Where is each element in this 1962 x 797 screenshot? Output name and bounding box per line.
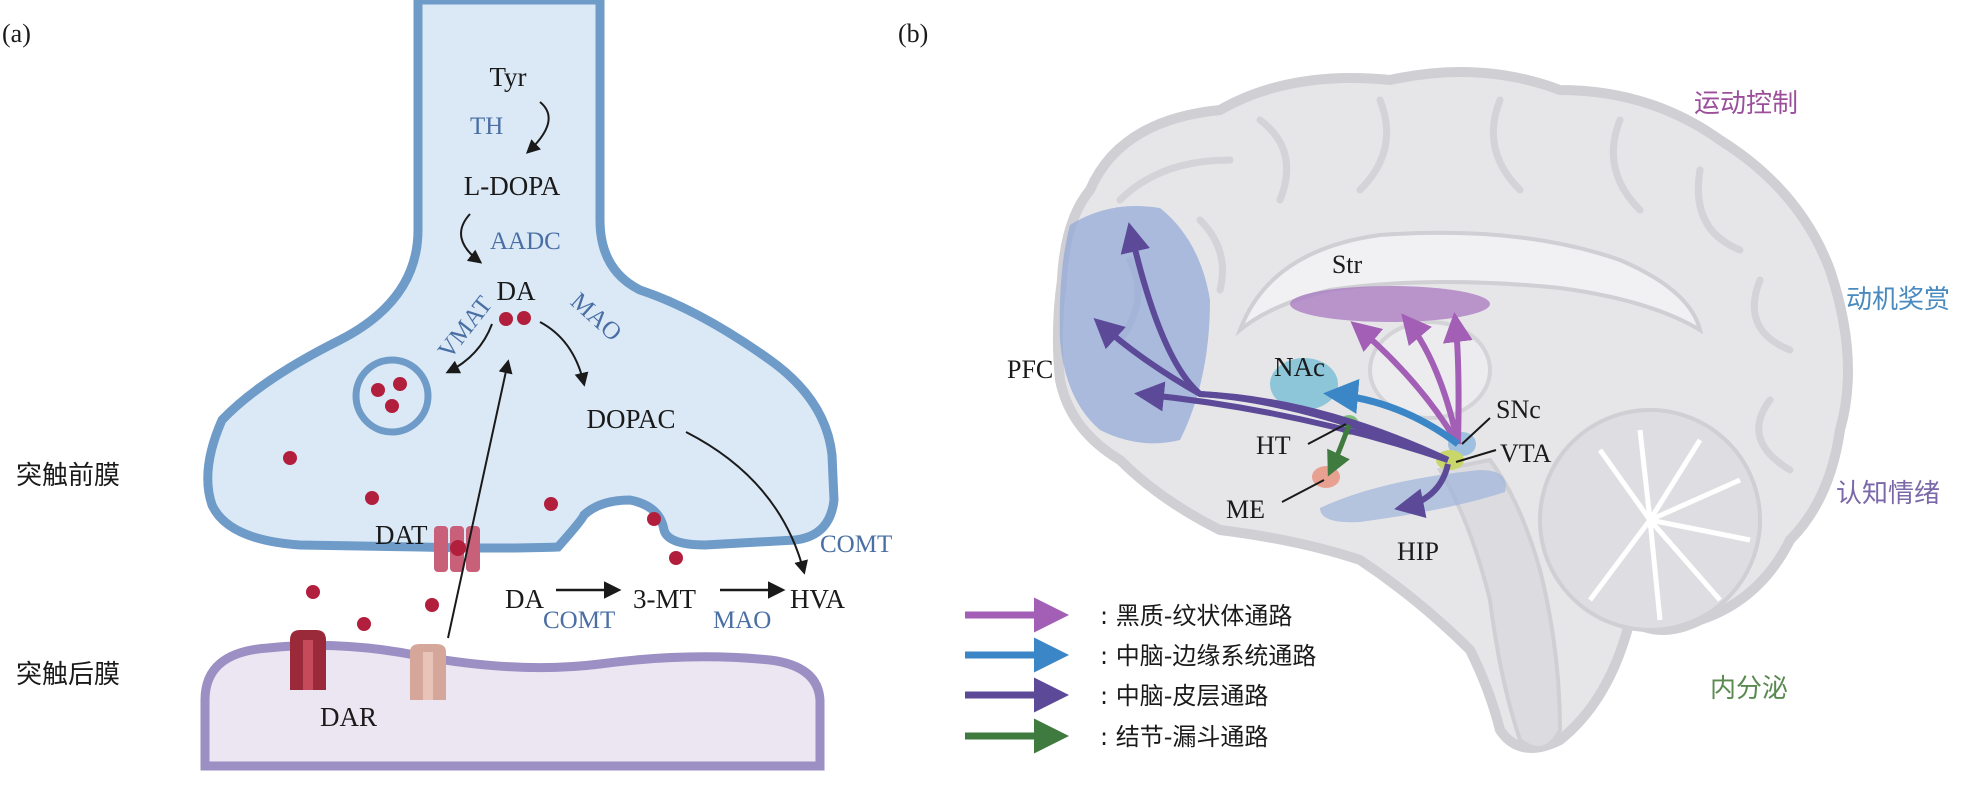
dar-label: DAR — [320, 702, 377, 732]
dopamine-molecule — [357, 617, 371, 631]
da-label: DA — [497, 276, 536, 306]
mesolimbic-pathway — [1323, 378, 1461, 447]
dopac-label: DOPAC — [586, 404, 675, 434]
legend-item: : 中脑-边缘系统通路 — [965, 637, 1316, 673]
vta-leader-line — [1455, 449, 1497, 463]
vmat-arrow — [445, 323, 493, 374]
endocrine-label: 内分泌 — [1710, 674, 1788, 704]
degradation-da-label: DA — [505, 584, 544, 614]
mesocortical-pathway — [1394, 463, 1451, 518]
nigrostriatal-pathway — [1401, 313, 1461, 445]
tyr-to-ldopa-arrow — [525, 101, 550, 154]
nac-label: NAc — [1274, 352, 1325, 382]
mesocortical-pathway — [1093, 317, 1450, 463]
dopamine-molecule — [306, 585, 320, 599]
legend-mesocortical-label: : 中脑-皮层通路 — [1100, 682, 1268, 710]
hva-label: HVA — [790, 584, 846, 614]
legend: : 黑质-纹状体通路 : 中脑-边缘系统通路 : 中脑-皮层通路 : 结节-漏斗… — [965, 597, 1316, 754]
legend-item: : 中脑-皮层通路 — [965, 677, 1268, 713]
legend-mesolimbic-label: : 中脑-边缘系统通路 — [1100, 642, 1316, 670]
motor-control-label: 运动控制 — [1694, 89, 1798, 119]
mao-enzyme-label-bottom: MAO — [713, 607, 771, 634]
ldopa-label: L-DOPA — [464, 171, 561, 201]
striatum-region — [1290, 286, 1490, 322]
vta-label: VTA — [1500, 439, 1552, 468]
me-leader-line — [1281, 479, 1325, 503]
dat-transporter-icon — [434, 526, 480, 572]
tuberoinfundibular-pathway — [1327, 424, 1352, 477]
dopamine-molecule — [517, 311, 531, 325]
dopamine-molecule — [283, 451, 297, 465]
dopamine-molecule — [371, 383, 385, 397]
dopamine-molecule — [385, 399, 399, 413]
nac-region — [1270, 358, 1338, 410]
ht-label: HT — [1256, 431, 1291, 460]
pfc-label: PFC — [1007, 355, 1053, 384]
dar-receptor-icon — [410, 644, 446, 700]
mao-arrow — [539, 321, 589, 387]
comt-enzyme-label: COMT — [543, 607, 615, 634]
dopac-to-hva-arrow — [685, 431, 808, 575]
me-label: ME — [1226, 495, 1265, 524]
cerebellum — [1538, 408, 1762, 632]
dar-receptor-icon — [290, 630, 326, 690]
dat-label: DAT — [375, 520, 428, 550]
cognition-emotion-label: 认知情绪 — [1836, 479, 1940, 509]
dopamine-molecule — [393, 377, 407, 391]
legend-nigrostriatal-label: : 黑质-纹状体通路 — [1100, 602, 1292, 630]
dopamine-molecule — [425, 598, 439, 612]
reuptake-arrow — [447, 359, 513, 639]
dopamine-molecule — [365, 491, 379, 505]
ldopa-to-da-arrow — [460, 213, 483, 264]
presynaptic-membrane-label: 突触前膜 — [16, 461, 120, 491]
nigrostriatal-pathway — [1350, 321, 1461, 446]
legend-item: : 黑质-纹状体通路 — [965, 597, 1292, 633]
th-enzyme-label: TH — [470, 113, 503, 140]
mesocortical-pathway — [1134, 381, 1449, 463]
panel-a-label: (a) — [2, 19, 31, 48]
pfc-region — [1059, 206, 1210, 444]
dopamine-molecule — [544, 497, 558, 511]
panel-b-label: (b) — [898, 19, 928, 48]
hip-label: HIP — [1397, 537, 1439, 566]
legend-item: : 结节-漏斗通路 — [965, 718, 1268, 754]
synaptic-vesicle — [352, 356, 432, 436]
postsynaptic-neuron — [200, 640, 825, 771]
panel-b: (b) — [898, 19, 1950, 754]
legend-tuberoinfundibular-label: : 结节-漏斗通路 — [1100, 723, 1268, 751]
snc-leader-line — [1461, 417, 1491, 445]
3mt-label: 3-MT — [633, 584, 696, 614]
comt-enzyme-label-right: COMT — [820, 531, 892, 558]
snc-label: SNc — [1496, 395, 1541, 424]
nigrostriatal-pathway — [1442, 312, 1473, 445]
corpus-callosum — [1235, 230, 1704, 337]
aadc-enzyme-label: AADC — [490, 228, 561, 255]
str-label: Str — [1332, 250, 1363, 279]
dopamine-molecule — [499, 312, 513, 326]
tyr-label: Tyr — [489, 62, 526, 92]
dopamine-molecule — [647, 512, 661, 526]
motivation-reward-label: 动机奖赏 — [1846, 285, 1950, 315]
brainstem — [1436, 457, 1563, 750]
ht-leader-line — [1307, 423, 1347, 445]
postsynaptic-membrane-label: 突触后膜 — [16, 660, 120, 690]
panel-a: (a) — [2, 0, 892, 771]
dopamine-molecule — [669, 551, 683, 565]
